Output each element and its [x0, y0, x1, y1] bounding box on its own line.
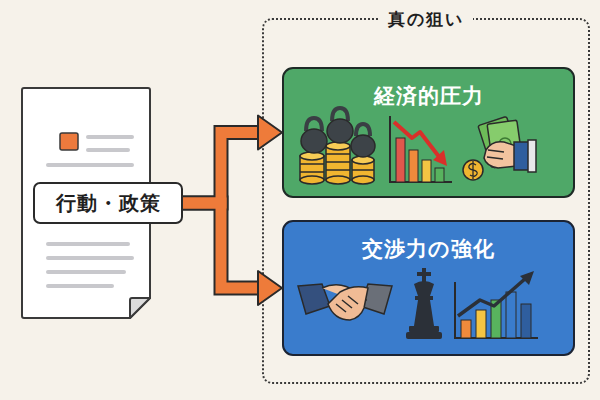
- arrow-shaft: [183, 133, 259, 204]
- arrow-layer: [183, 116, 282, 306]
- arrow-outline: [183, 133, 259, 204]
- arrow-outline-layer: [183, 133, 259, 289]
- arrow-head: [258, 271, 282, 305]
- leverage-box: 交渉力の強化: [282, 220, 575, 356]
- handshake-icon: [298, 284, 392, 320]
- flow-arrow: [183, 203, 282, 305]
- box-title: 真の狙い: [379, 8, 473, 31]
- rising-chart-icon: [455, 271, 538, 338]
- pressure-box: 経済的圧力: [282, 67, 575, 198]
- goal-group-box: 真の狙い経済的圧力交渉力の強化: [262, 18, 590, 384]
- policy-label-box: 行動・政策: [33, 182, 183, 224]
- falling-chart-icon: [390, 116, 452, 182]
- box-title: 行動・政策: [56, 190, 161, 217]
- arrow-head: [258, 116, 282, 150]
- arrow-shaft: [183, 203, 259, 288]
- box-title: 交渉力の強化: [284, 235, 573, 263]
- chess-king-icon: [406, 268, 442, 339]
- flow-arrow: [183, 116, 282, 204]
- box-title: 経済的圧力: [284, 82, 573, 110]
- money-hand-icon: [463, 116, 536, 180]
- arrow-outline: [183, 203, 259, 288]
- coins-weights-icon: [300, 108, 375, 184]
